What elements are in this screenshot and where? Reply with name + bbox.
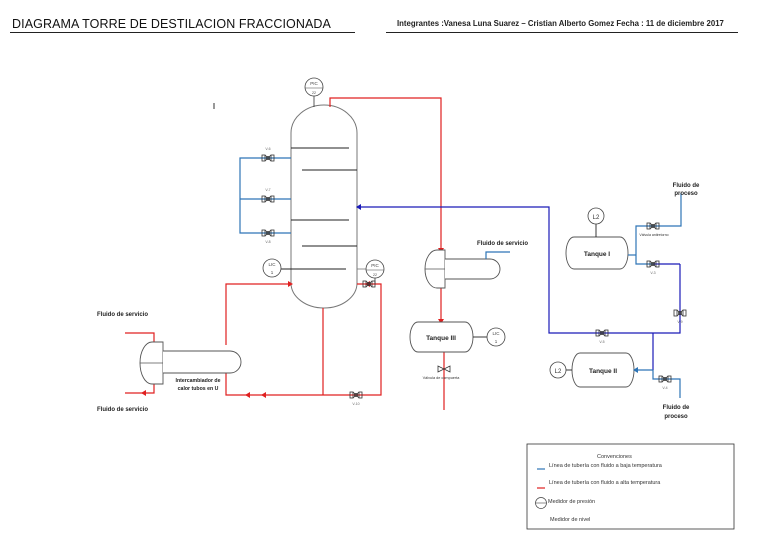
legend: Convenciones Línea de tubería con fluido… bbox=[526, 443, 735, 530]
pressure-controller-side[interactable]: PIC 22 bbox=[357, 259, 385, 284]
pressure-controller-top[interactable]: PIC 22 bbox=[304, 77, 324, 107]
legend-item-pressure: Medidor de presión bbox=[548, 499, 595, 505]
lic-column-num: 1 bbox=[271, 270, 274, 275]
valve-v10-label: V-10 bbox=[352, 402, 359, 406]
exchanger-label-1: Intercambiador de bbox=[176, 378, 221, 384]
distillation-column[interactable] bbox=[281, 104, 358, 309]
valve-v3-label: V-3 bbox=[650, 271, 655, 275]
service-fluid-out-label: Fluido de servicio bbox=[97, 407, 148, 413]
legend-item-level: Medidor de nivel bbox=[550, 517, 590, 523]
meta-underline bbox=[386, 32, 738, 33]
pic-side-tag: PIC bbox=[371, 263, 379, 268]
u-tube-heat-exchanger[interactable] bbox=[139, 341, 242, 385]
process-fluid-top-label-1: Fluido de bbox=[673, 183, 700, 189]
l2-tank1-tag: L2 bbox=[593, 215, 600, 221]
tank2-process-lines bbox=[634, 369, 681, 398]
process-fluid-top-label-2: proceso bbox=[674, 191, 698, 197]
lic-column-tag: LIC bbox=[268, 262, 276, 267]
tank-iii[interactable]: Tanque III bbox=[409, 321, 474, 353]
gate-valve[interactable] bbox=[437, 365, 451, 373]
tank-i-label: Tanque I bbox=[584, 251, 610, 258]
hot-lines bbox=[125, 97, 445, 410]
process-fluid-bottom-label-2: proceso bbox=[664, 414, 688, 420]
tank-iii-label: Tanque III bbox=[426, 335, 456, 342]
lic-tank3-tag: LIC bbox=[492, 331, 500, 336]
level-meter-tank2[interactable]: L2 bbox=[549, 361, 567, 379]
pic-side-num: 22 bbox=[373, 273, 377, 277]
process-fluid-bottom-label-1: Fluido de bbox=[663, 405, 690, 411]
gate-valve-label: Válvula de compuerta bbox=[423, 376, 461, 380]
pic-top-num: 22 bbox=[312, 91, 316, 95]
condenser-service-label: Fluido de servicio bbox=[477, 241, 528, 247]
condenser-service-line bbox=[485, 251, 510, 259]
title-underline bbox=[10, 32, 355, 33]
l2-tank2-tag: L2 bbox=[555, 369, 562, 375]
level-controller-column[interactable]: LIC 1 bbox=[262, 258, 282, 278]
side-draw-loop bbox=[239, 157, 291, 234]
valve-v7-label: V-7 bbox=[265, 188, 270, 192]
legend-item-hot: Línea de tubería con fluido a alta tempe… bbox=[549, 480, 661, 486]
tank-ii-label: Tanque II bbox=[589, 368, 617, 375]
diagram-title: DIAGRAMA TORRE DE DESTILACION FRACCIONAD… bbox=[12, 17, 331, 31]
valve-v6-label: V-6 bbox=[265, 147, 270, 151]
valve-v9-label: V-9 bbox=[677, 320, 682, 324]
tank-i[interactable]: Tanque I bbox=[565, 236, 629, 270]
feed-line bbox=[357, 206, 681, 334]
legend-item-cold: Línea de tubería con fluido a baja tempe… bbox=[549, 463, 663, 469]
tank1-process-lines bbox=[628, 193, 682, 265]
exchanger-label-2: calor tubos en U bbox=[178, 386, 219, 392]
valve-v5-label: V-5 bbox=[599, 340, 604, 344]
tank2-inlet-arrow bbox=[633, 367, 638, 373]
legend-title: Convenciones bbox=[597, 454, 632, 460]
level-controller-tank3[interactable]: LIC 1 bbox=[486, 327, 506, 347]
authors-date: Integrantes :Vanesa Luna Suarez – Cristi… bbox=[397, 19, 724, 28]
tank-ii[interactable]: Tanque II bbox=[571, 352, 635, 388]
condenser[interactable] bbox=[424, 249, 501, 289]
valve-v4-label: V-4 bbox=[662, 386, 667, 390]
service-fluid-in-label: Fluido de servicio bbox=[97, 312, 148, 318]
level-meter-tank1[interactable]: L2 bbox=[587, 207, 605, 225]
lic-tank3-num: 1 bbox=[495, 339, 498, 344]
feed-arrow bbox=[356, 204, 361, 210]
valve-v8-label: V-8 bbox=[265, 240, 270, 244]
pressure-meter-symbol bbox=[535, 497, 547, 509]
check-valve-label: Válvula antiretorno bbox=[639, 233, 668, 237]
pic-top-tag: PIC bbox=[310, 81, 318, 86]
